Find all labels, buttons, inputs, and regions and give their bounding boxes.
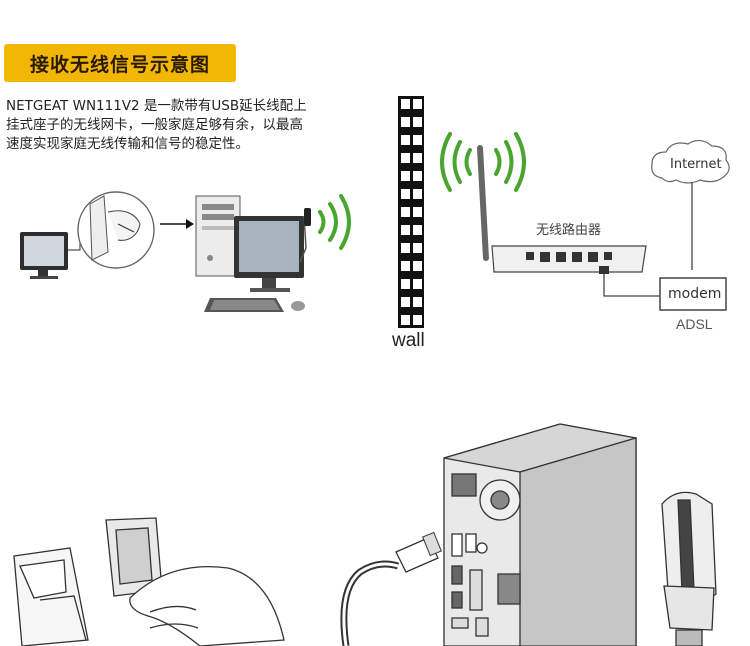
usb-extension-cable [340, 531, 442, 646]
usb-cradle-hand-illustration [13, 517, 285, 646]
product-description: NETGEAT WN111V2 是一款带有USB延长线配上 挂式座子的无线网卡，… [6, 97, 346, 154]
modem-box [659, 277, 727, 311]
usb-wireless-adapter-icon [661, 491, 717, 646]
pc-tower-back-icon [443, 423, 637, 646]
wireless-router-icon [477, 145, 647, 273]
internet-cloud-icon [651, 139, 730, 184]
description-line: NETGEAT WN111V2 是一款带有USB延长线配上 [6, 98, 307, 114]
modem-label: modem [668, 286, 722, 302]
section-title-badge: 接收无线信号示意图 [4, 44, 236, 82]
small-monitor-icon [20, 221, 89, 279]
router-port [599, 266, 609, 274]
router-wifi-signal-icon [440, 132, 526, 192]
wifi-signal-icon [318, 194, 351, 250]
brick-wall-icon [398, 96, 424, 328]
adsl-label: ADSL [676, 316, 713, 332]
description-line: 挂式座子的无线网卡，一般家庭足够有余，以最高 [6, 117, 303, 133]
network-cable [603, 182, 693, 297]
usb-dock-closeup-icon [77, 191, 155, 269]
internet-label: Internet [670, 157, 722, 172]
arrow-right-icon [160, 219, 194, 229]
router-label: 无线路由器 [536, 223, 602, 238]
wall-label: wall [392, 330, 425, 351]
section-title: 接收无线信号示意图 [29, 53, 210, 76]
desktop-computer-icon [195, 195, 311, 312]
description-line: 速度实现家庭无线传输和信号的稳定性。 [6, 136, 249, 152]
